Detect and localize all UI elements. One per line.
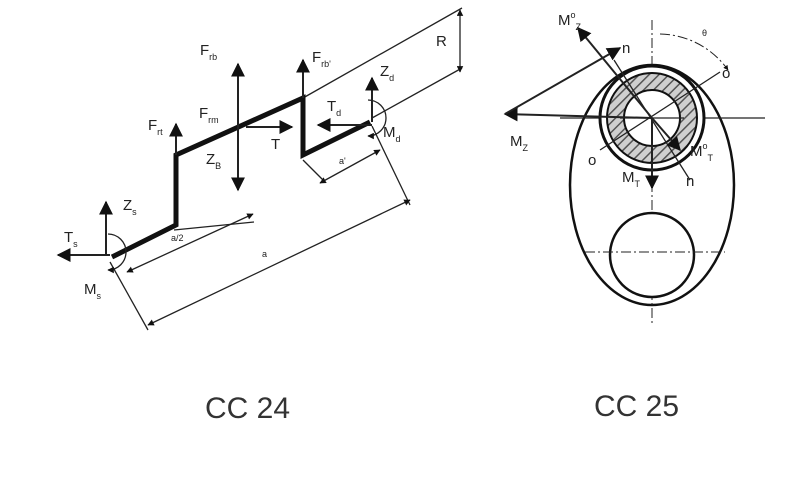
- svg-text:Md: Md: [383, 124, 401, 144]
- label-mz: M: [510, 133, 523, 150]
- svg-text:MoT: MoT: [690, 141, 714, 163]
- caption-cc24: CC 24: [205, 392, 290, 425]
- label-md: M: [383, 124, 396, 141]
- label-t: T: [271, 136, 280, 153]
- svg-text:MoZ: MoZ: [558, 10, 582, 32]
- label-moz: M: [558, 12, 571, 29]
- label-zs: Z: [123, 197, 132, 214]
- caption-cc25: CC 25: [594, 390, 679, 423]
- label-zd: Z: [380, 63, 389, 80]
- svg-text:MT: MT: [622, 169, 641, 189]
- label-frm: F: [199, 105, 208, 122]
- label-theta: θ: [702, 28, 707, 38]
- label-o-left: o: [588, 152, 596, 169]
- label-mot: M: [690, 143, 703, 160]
- svg-text:ZB: ZB: [206, 151, 221, 171]
- svg-text:Frb: Frb: [200, 42, 217, 62]
- label-a-prime: a': [339, 156, 346, 166]
- svg-text:Frb': Frb': [312, 49, 331, 69]
- svg-text:Frt: Frt: [148, 117, 163, 137]
- svg-text:Frm: Frm: [199, 105, 219, 125]
- crank-section-diagram: MoZ MZ MoT MT n n o o θ CC 25: [503, 10, 765, 423]
- label-a-half: a/2: [171, 233, 184, 243]
- svg-text:MZ: MZ: [510, 133, 529, 153]
- label-zb: Z: [206, 151, 215, 168]
- svg-text:Zs: Zs: [123, 197, 137, 217]
- label-mt: M: [622, 169, 635, 186]
- label-frb-prime: F: [312, 49, 321, 66]
- crankshaft-diagram: Frb Frb' Frt Frm ZB T Td Zd Md Zs Ts Ms …: [56, 7, 464, 425]
- label-n-top: n: [622, 40, 630, 57]
- label-ts: T: [64, 229, 73, 246]
- svg-text:Ms: Ms: [84, 281, 102, 301]
- svg-text:Zd: Zd: [380, 63, 394, 83]
- label-frb: F: [200, 42, 209, 59]
- label-frt: F: [148, 117, 157, 134]
- label-n-bottom: n: [686, 173, 694, 190]
- label-a: a: [262, 249, 267, 259]
- svg-text:Ts: Ts: [64, 229, 78, 249]
- svg-text:Td: Td: [327, 98, 341, 118]
- label-td: T: [327, 98, 336, 115]
- label-o-right: o: [722, 65, 730, 82]
- label-ms: M: [84, 281, 97, 298]
- label-r: R: [436, 33, 447, 50]
